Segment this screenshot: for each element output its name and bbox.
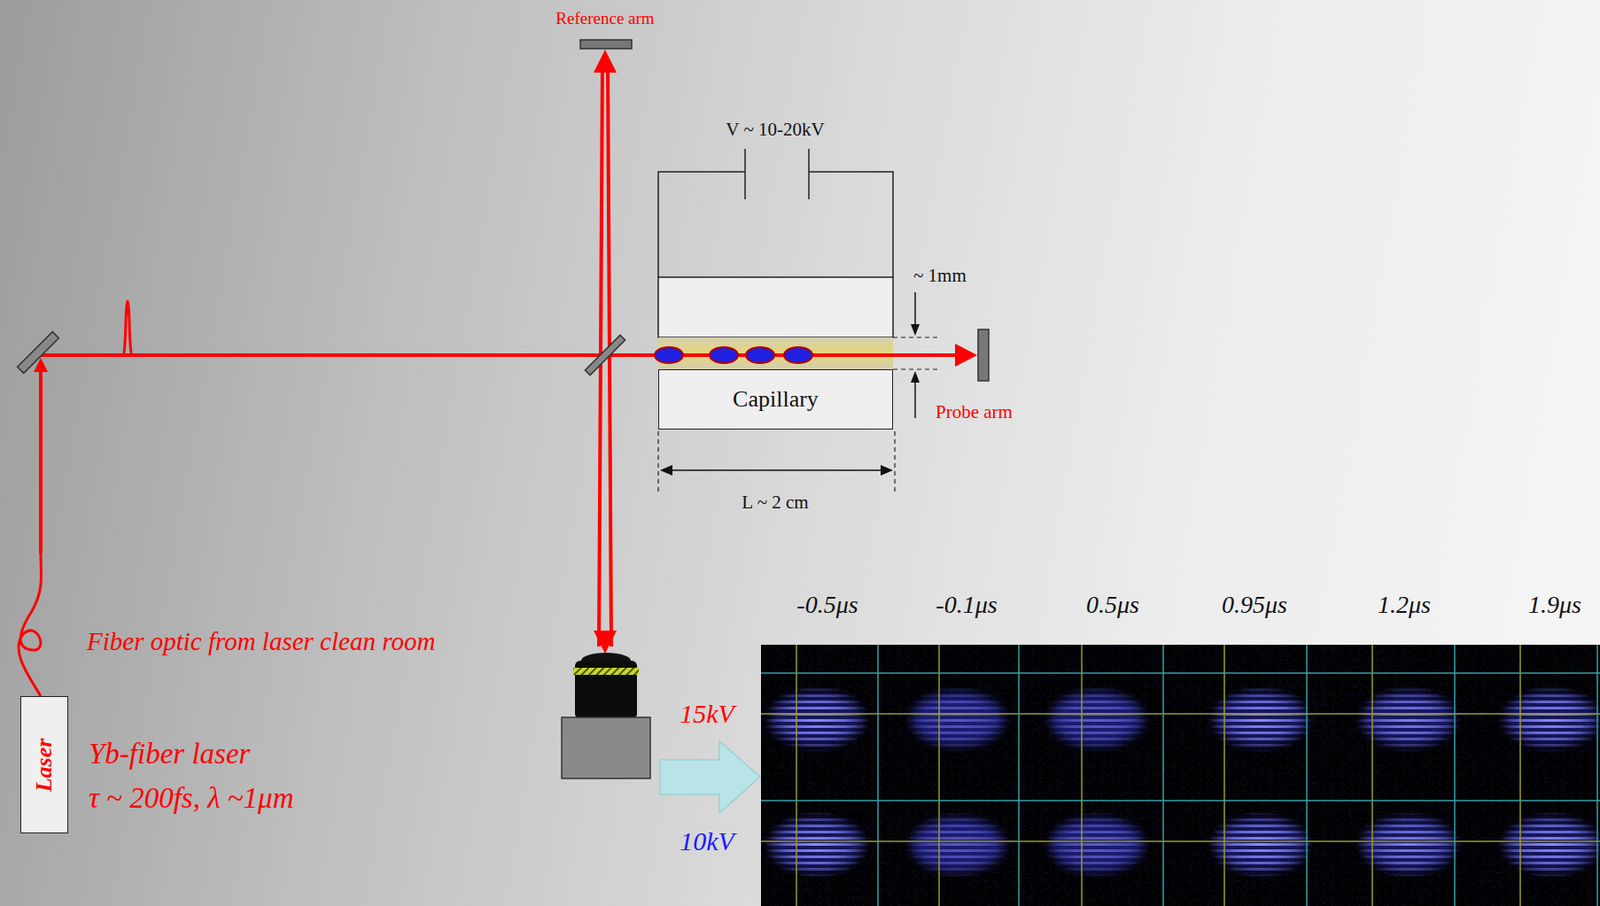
dimension-arrow [669,469,884,472]
node-text: Capillary [732,386,819,413]
time-label: 1.9μs [1528,590,1582,620]
dimension-label: ~ 1mm [913,264,967,287]
arm-label: Probe arm [935,401,1013,423]
dimension-line [657,431,659,495]
circuit-wire [658,171,746,278]
beamsplitter [584,334,625,375]
laser-beam [658,353,894,358]
dimension-arrowhead [660,465,673,476]
time-label: 0.5μs [1086,590,1140,620]
dimension-arrowhead [910,324,920,336]
beam-arrowhead [593,49,617,73]
optical-fiber [18,553,42,697]
time-label: 1.2μs [1377,590,1431,620]
dimension-arrow [914,380,917,419]
camera [561,652,651,779]
dimension-label: L ~ 2 cm [741,491,808,513]
laser-beam [38,365,43,554]
interferogram-panel [761,644,1600,906]
beam-arrowhead [593,630,617,654]
crosshair-grid [761,644,1600,906]
capillary-wall [658,277,894,338]
dimension-line [893,368,938,370]
voltage-label: 10kV [679,826,735,858]
voltage-label: V ~ 10-20kV [725,118,824,140]
laser-box: Laser [20,696,69,834]
capillary-block: Capillary [658,369,894,430]
dimension-arrowhead [910,371,920,383]
dimension-arrow [914,292,917,327]
camera-noise [761,644,1600,906]
probe-mirror [978,329,989,381]
arm-label: Reference arm [555,8,654,29]
laser-beam [40,353,962,358]
battery-plate [807,148,810,200]
dimension-line [893,336,938,338]
time-label: -0.1μs [935,590,997,620]
plasma-bunches [654,347,813,364]
dimension-arrowhead [880,465,894,476]
block-arrow [660,741,761,814]
battery-plate [744,148,746,200]
laser-label: Yb-fiber laser [88,737,250,772]
node-text: Laser [31,737,58,793]
voltage-label: 15kV [679,699,735,731]
laser-pulse [116,301,139,356]
circuit-wire [808,171,894,278]
reference-mirror [580,39,632,49]
plasma-channel [658,337,894,370]
time-label: -0.5μs [796,590,858,620]
fiber-label: Fiber optic from laser clean room [86,627,435,657]
dimension-line [893,431,895,495]
beam-arrowhead [955,343,978,367]
steering-mirror [17,332,60,374]
laser-spec-label: τ ~ 200fs, λ ~1μm [88,782,294,816]
time-label: 0.95μs [1221,590,1288,620]
